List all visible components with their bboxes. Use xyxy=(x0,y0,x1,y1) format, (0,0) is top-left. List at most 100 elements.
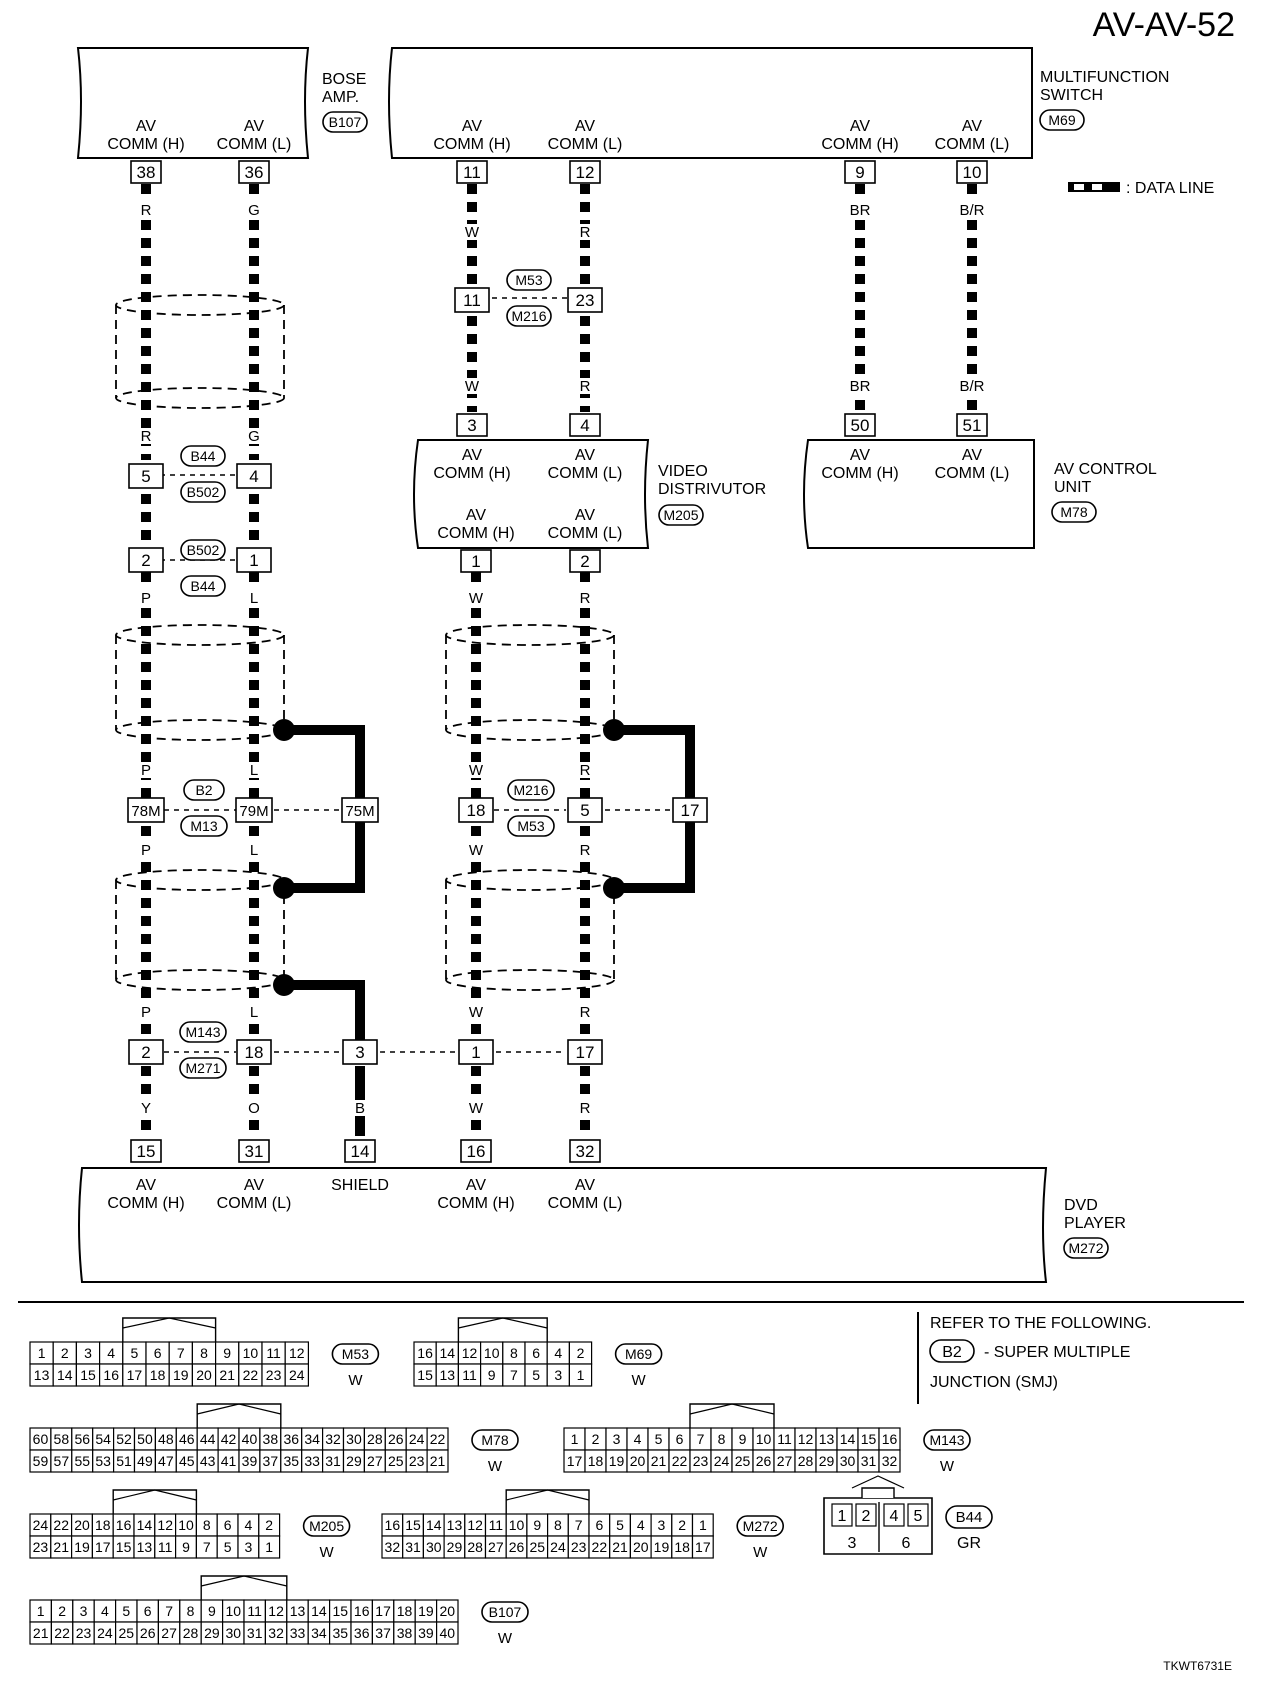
connector-pin-m143: 19 xyxy=(609,1453,625,1469)
svg-text:W: W xyxy=(469,762,484,779)
pin-mfs-11: 11 xyxy=(463,163,481,182)
pin-b44-4: 4 xyxy=(249,467,258,486)
connector-pin-m272: 9 xyxy=(533,1517,541,1533)
mfs-av-2h: AV xyxy=(850,118,870,135)
connector-pin-m143: 16 xyxy=(882,1431,898,1447)
connector-pin-m69: 16 xyxy=(417,1345,433,1361)
pin-avc-50: 50 xyxy=(851,416,870,435)
connector-pin-m53: 24 xyxy=(289,1367,305,1383)
avc-connector: M78 xyxy=(1060,504,1087,520)
svg-text:P: P xyxy=(141,1004,151,1021)
mfs-av-2l: AV xyxy=(962,118,982,135)
connector-pin-b107: 36 xyxy=(354,1625,370,1641)
connector-pin-m53: 5 xyxy=(131,1345,139,1361)
svg-text:B/R: B/R xyxy=(959,378,984,395)
connector-pin-m53: 22 xyxy=(243,1367,259,1383)
connector-pin-m78: 22 xyxy=(430,1431,446,1447)
junction-b2: 78M 79M 75M B2 M13 xyxy=(127,779,379,837)
bose-amp-connector-badge xyxy=(322,111,368,133)
note-line-2: - SUPER MULTIPLE xyxy=(984,1344,1130,1361)
b44-pin: 2 xyxy=(862,1508,871,1525)
wires xyxy=(141,184,977,1136)
pin-mfs-12: 12 xyxy=(576,163,595,182)
connector-pin-b107: 2 xyxy=(58,1603,66,1619)
connector-pin-m205: 1 xyxy=(265,1539,273,1555)
vd-connector-badge xyxy=(658,504,704,526)
connector-pin-m272: 17 xyxy=(695,1539,711,1555)
svg-text:W: W xyxy=(469,1100,484,1117)
connector-pin-m78: 46 xyxy=(179,1431,195,1447)
mfs-connector: M69 xyxy=(1048,112,1075,128)
bose-amp-name-1: BOSE xyxy=(322,71,366,88)
mfs-comm-1h: COMM (H) xyxy=(433,136,510,153)
pin-m216-18: 18 xyxy=(467,801,486,820)
connector-pin-m78: 44 xyxy=(200,1431,216,1447)
dvd-name-2: PLAYER xyxy=(1064,1215,1126,1232)
pin-m216-5: 5 xyxy=(580,801,589,820)
connector-pin-m272: 11 xyxy=(489,1517,504,1533)
conn-m216-b: M216 xyxy=(513,782,548,798)
connector-pin-m69: 13 xyxy=(440,1367,456,1383)
connector-pin-m78: 57 xyxy=(54,1453,70,1469)
pins-vd-avc: 3 4 50 51 1 2 xyxy=(456,413,988,573)
connector-pin-m143: 11 xyxy=(777,1431,792,1447)
connector-pin-b107: 10 xyxy=(226,1603,242,1619)
vd-comm-in-h: COMM (H) xyxy=(433,465,510,482)
connector-color-m205: W xyxy=(320,1544,335,1561)
pin-b502-2: 2 xyxy=(141,551,150,570)
connector-pin-m53: 10 xyxy=(243,1345,259,1361)
connector-pin-m78: 56 xyxy=(74,1431,90,1447)
connector-pin-b107: 40 xyxy=(440,1625,456,1641)
connector-pin-m78: 24 xyxy=(409,1431,425,1447)
mfs-name-2: SWITCH xyxy=(1040,87,1103,104)
video-distributor-box xyxy=(413,439,650,549)
connector-pin-m78: 21 xyxy=(430,1453,446,1469)
connector-pin-b107: 8 xyxy=(187,1603,195,1619)
connector-pin-m78: 60 xyxy=(33,1431,49,1447)
avc-connector-badge xyxy=(1051,501,1097,523)
connector-pin-b107: 28 xyxy=(183,1625,199,1641)
connector-pin-m53: 1 xyxy=(38,1345,46,1361)
svg-text:R: R xyxy=(580,762,591,779)
connector-pin-m53: 15 xyxy=(80,1367,96,1383)
svg-text:L: L xyxy=(250,590,258,607)
vd-av-in-h: AV xyxy=(462,447,482,464)
connector-pin-m205: 15 xyxy=(116,1539,132,1555)
connector-pin-m53: 18 xyxy=(150,1367,166,1383)
dvd-comm-32: COMM (L) xyxy=(548,1195,623,1212)
connector-pin-m53: 9 xyxy=(223,1345,231,1361)
connector-color-m143: W xyxy=(940,1458,955,1475)
connector-pin-m69: 2 xyxy=(577,1345,585,1361)
connector-pin-m272: 5 xyxy=(616,1517,624,1533)
connector-pin-m272: 27 xyxy=(488,1539,504,1555)
connector-pin-m78: 51 xyxy=(116,1453,132,1469)
pin-m143-18: 18 xyxy=(245,1043,264,1062)
conn-b2: B2 xyxy=(195,782,212,798)
connector-pin-m272: 4 xyxy=(637,1517,645,1533)
pin-j1-11: 11 xyxy=(463,291,481,310)
svg-text:W: W xyxy=(465,378,480,395)
connector-pin-m143: 25 xyxy=(735,1453,751,1469)
connector-pin-b107: 3 xyxy=(80,1603,88,1619)
pins-dvd: 15 31 14 16 32 xyxy=(130,1139,601,1163)
connector-pin-m205: 11 xyxy=(158,1539,173,1555)
connector-pin-m272: 30 xyxy=(426,1539,442,1555)
svg-text:L: L xyxy=(250,1004,258,1021)
svg-text:R: R xyxy=(580,1100,591,1117)
shield-a xyxy=(115,294,285,409)
connector-label-m143: M143 xyxy=(929,1432,964,1448)
connector-pin-m272: 14 xyxy=(426,1517,442,1533)
pin-bose-36: 36 xyxy=(245,163,264,182)
pin-b502-1: 1 xyxy=(249,551,258,570)
connector-label-m78: M78 xyxy=(481,1432,508,1448)
figure-code: TKWT6731E xyxy=(1163,1659,1232,1673)
connector-pin-m143: 22 xyxy=(672,1453,688,1469)
conn-m271: M271 xyxy=(185,1060,220,1076)
connector-label-m272: M272 xyxy=(743,1518,778,1534)
connector-pin-m272: 21 xyxy=(612,1539,628,1555)
dvd-name-1: DVD xyxy=(1064,1197,1098,1214)
